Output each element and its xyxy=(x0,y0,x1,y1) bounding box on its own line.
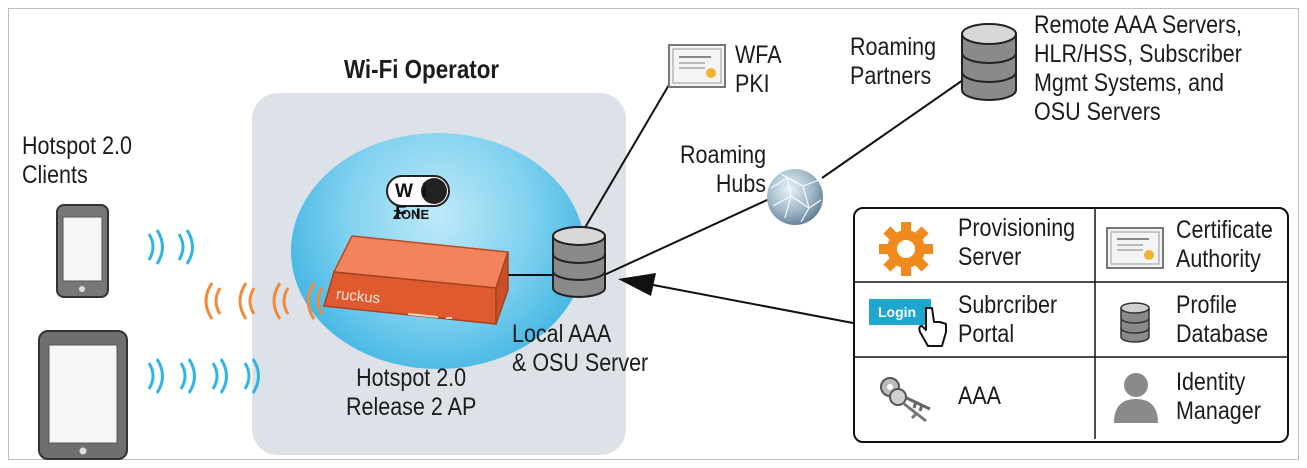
login-button-graphic: Login xyxy=(869,299,931,325)
aaa-label: AAA xyxy=(958,382,1002,410)
user-silhouette-icon xyxy=(1112,369,1160,430)
certificate-icon xyxy=(1105,226,1167,277)
roaming-hubs-label: Roaming Hubs xyxy=(680,141,767,198)
ap-label: Hotspot 2.0 Release 2 AP xyxy=(346,364,477,421)
wfa-pki-label: WFA PKI xyxy=(735,41,782,98)
smartphone-icon xyxy=(55,203,111,304)
provisioning-label: Provisioning Server xyxy=(958,214,1076,271)
local-server-label: Local AAA & OSU Server xyxy=(512,320,649,377)
hand-cursor-icon xyxy=(918,304,950,357)
access-point-device: ruckus xyxy=(318,232,514,341)
login-button-text: Login xyxy=(878,304,917,320)
subscriber-portal-label: Subrcriber Portal xyxy=(958,291,1058,348)
wfa-certificate-icon xyxy=(667,43,729,96)
tablet-icon xyxy=(37,329,129,466)
wifi-logo-icon xyxy=(386,175,450,207)
keys-icon xyxy=(876,373,940,430)
remote-server-database-icon xyxy=(958,22,1020,109)
clients-label: Hotspot 2.0 Clients xyxy=(22,132,132,189)
globe-icon xyxy=(763,166,827,233)
wifi-zone-logo: Wi Fi ZONE xyxy=(381,172,459,224)
tablet-wifi-waves xyxy=(145,355,270,402)
remote-servers-label: Remote AAA Servers, HLR/HSS, Subscriber … xyxy=(1034,11,1242,126)
gear-icon xyxy=(878,221,934,282)
certificate-label: Certificate Authority xyxy=(1176,216,1273,273)
profile-database-icon xyxy=(1118,301,1152,350)
profile-database-label: Profile Database xyxy=(1176,291,1269,348)
wifi-zone-label: ZONE xyxy=(393,207,430,222)
legend-grid-lines xyxy=(855,209,1287,439)
phone-wifi-waves xyxy=(145,226,205,273)
diagram-frame xyxy=(8,8,1299,460)
roaming-partners-label: Roaming Partners xyxy=(850,33,937,90)
wifi-logo-text: Wi Fi xyxy=(395,181,437,224)
identity-manager-label: Identity Manager xyxy=(1176,368,1261,425)
local-server-database-icon xyxy=(549,226,609,305)
wifi-operator-title: Wi-Fi Operator xyxy=(344,54,500,84)
ap-wifi-waves xyxy=(200,278,330,329)
